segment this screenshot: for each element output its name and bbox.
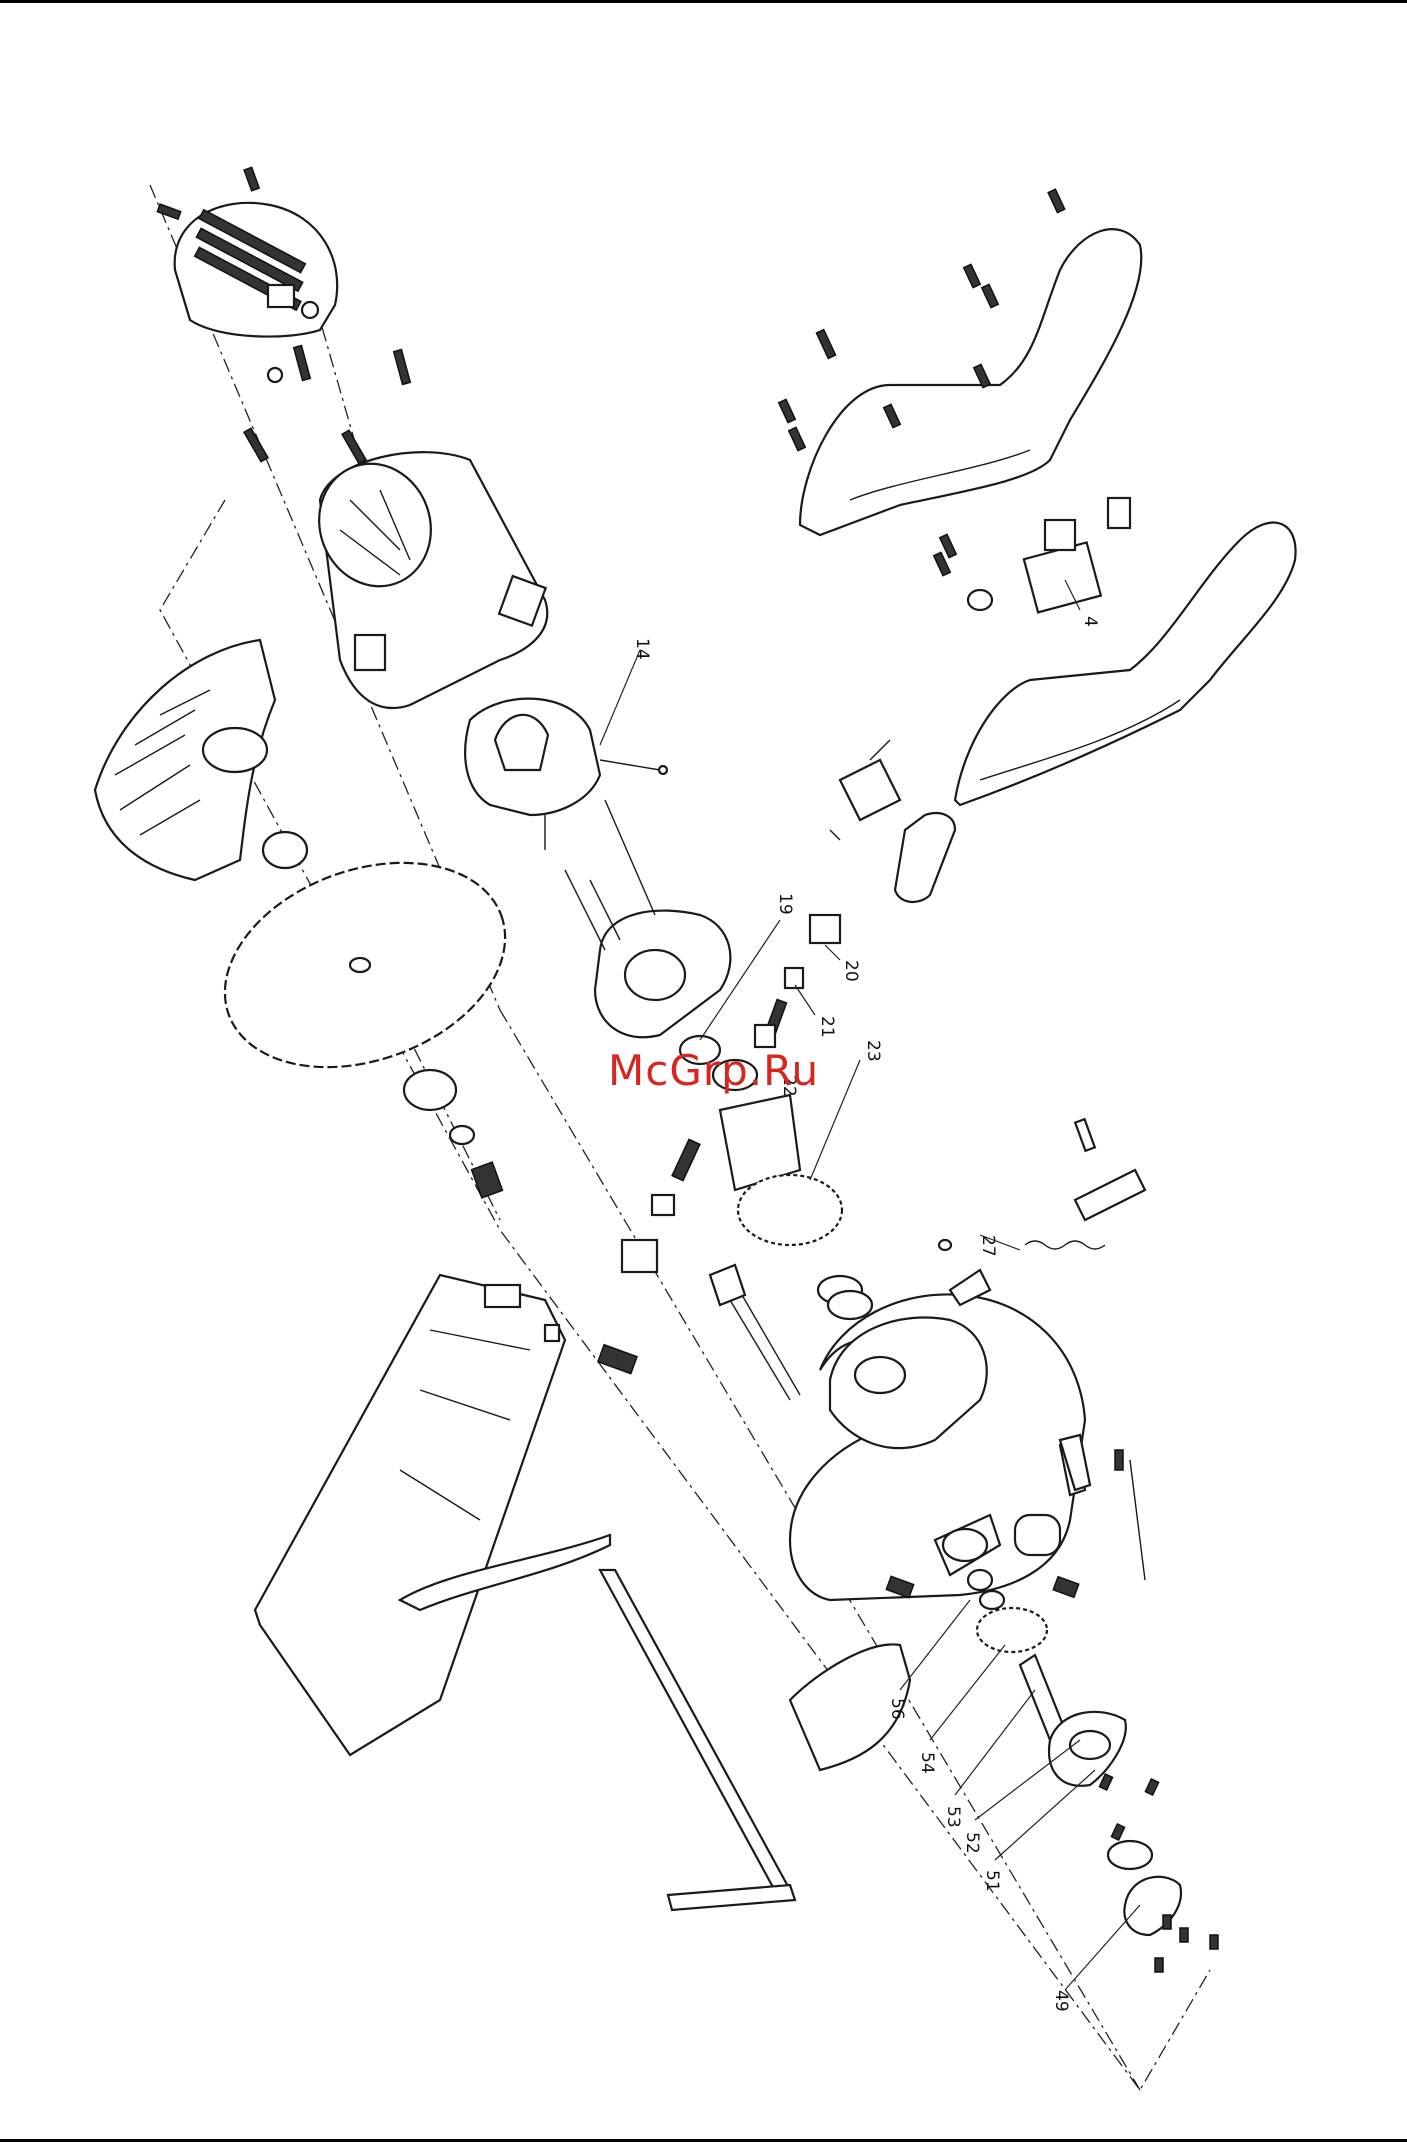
callout-20: 20 <box>841 960 861 982</box>
callout-53: 53 <box>943 1806 963 1828</box>
stator-14 <box>465 699 667 850</box>
saw-blade <box>196 826 533 1198</box>
callout-23: 23 <box>863 1040 883 1062</box>
parallel-guide <box>600 1570 795 1910</box>
callout-56: 56 <box>887 1698 907 1720</box>
callout-21: 21 <box>817 1016 837 1038</box>
gear-housing <box>790 1270 1085 1600</box>
callout-52: 52 <box>962 1832 982 1854</box>
blade-guard <box>95 640 275 880</box>
handle-half-left <box>955 523 1296 805</box>
callout-51: 51 <box>982 1870 1002 1892</box>
callout-14: 14 <box>632 638 652 660</box>
callout-49: 49 <box>1051 1990 1071 2012</box>
switch-4 <box>1024 498 1130 612</box>
motor-housing <box>302 448 547 708</box>
armature-23 <box>622 1060 862 1304</box>
callout-27: 27 <box>978 1235 998 1257</box>
watermark-text: McGrp.Ru <box>608 1046 819 1095</box>
power-cord <box>830 740 955 902</box>
base-plate <box>255 1275 637 1755</box>
spring-27 <box>939 1119 1145 1250</box>
callout-54: 54 <box>917 1752 937 1774</box>
bearing-plate <box>565 800 840 1064</box>
assembly-axes <box>150 185 1210 2090</box>
callout-4: 4 <box>1080 616 1100 627</box>
callout-19: 19 <box>775 893 795 915</box>
